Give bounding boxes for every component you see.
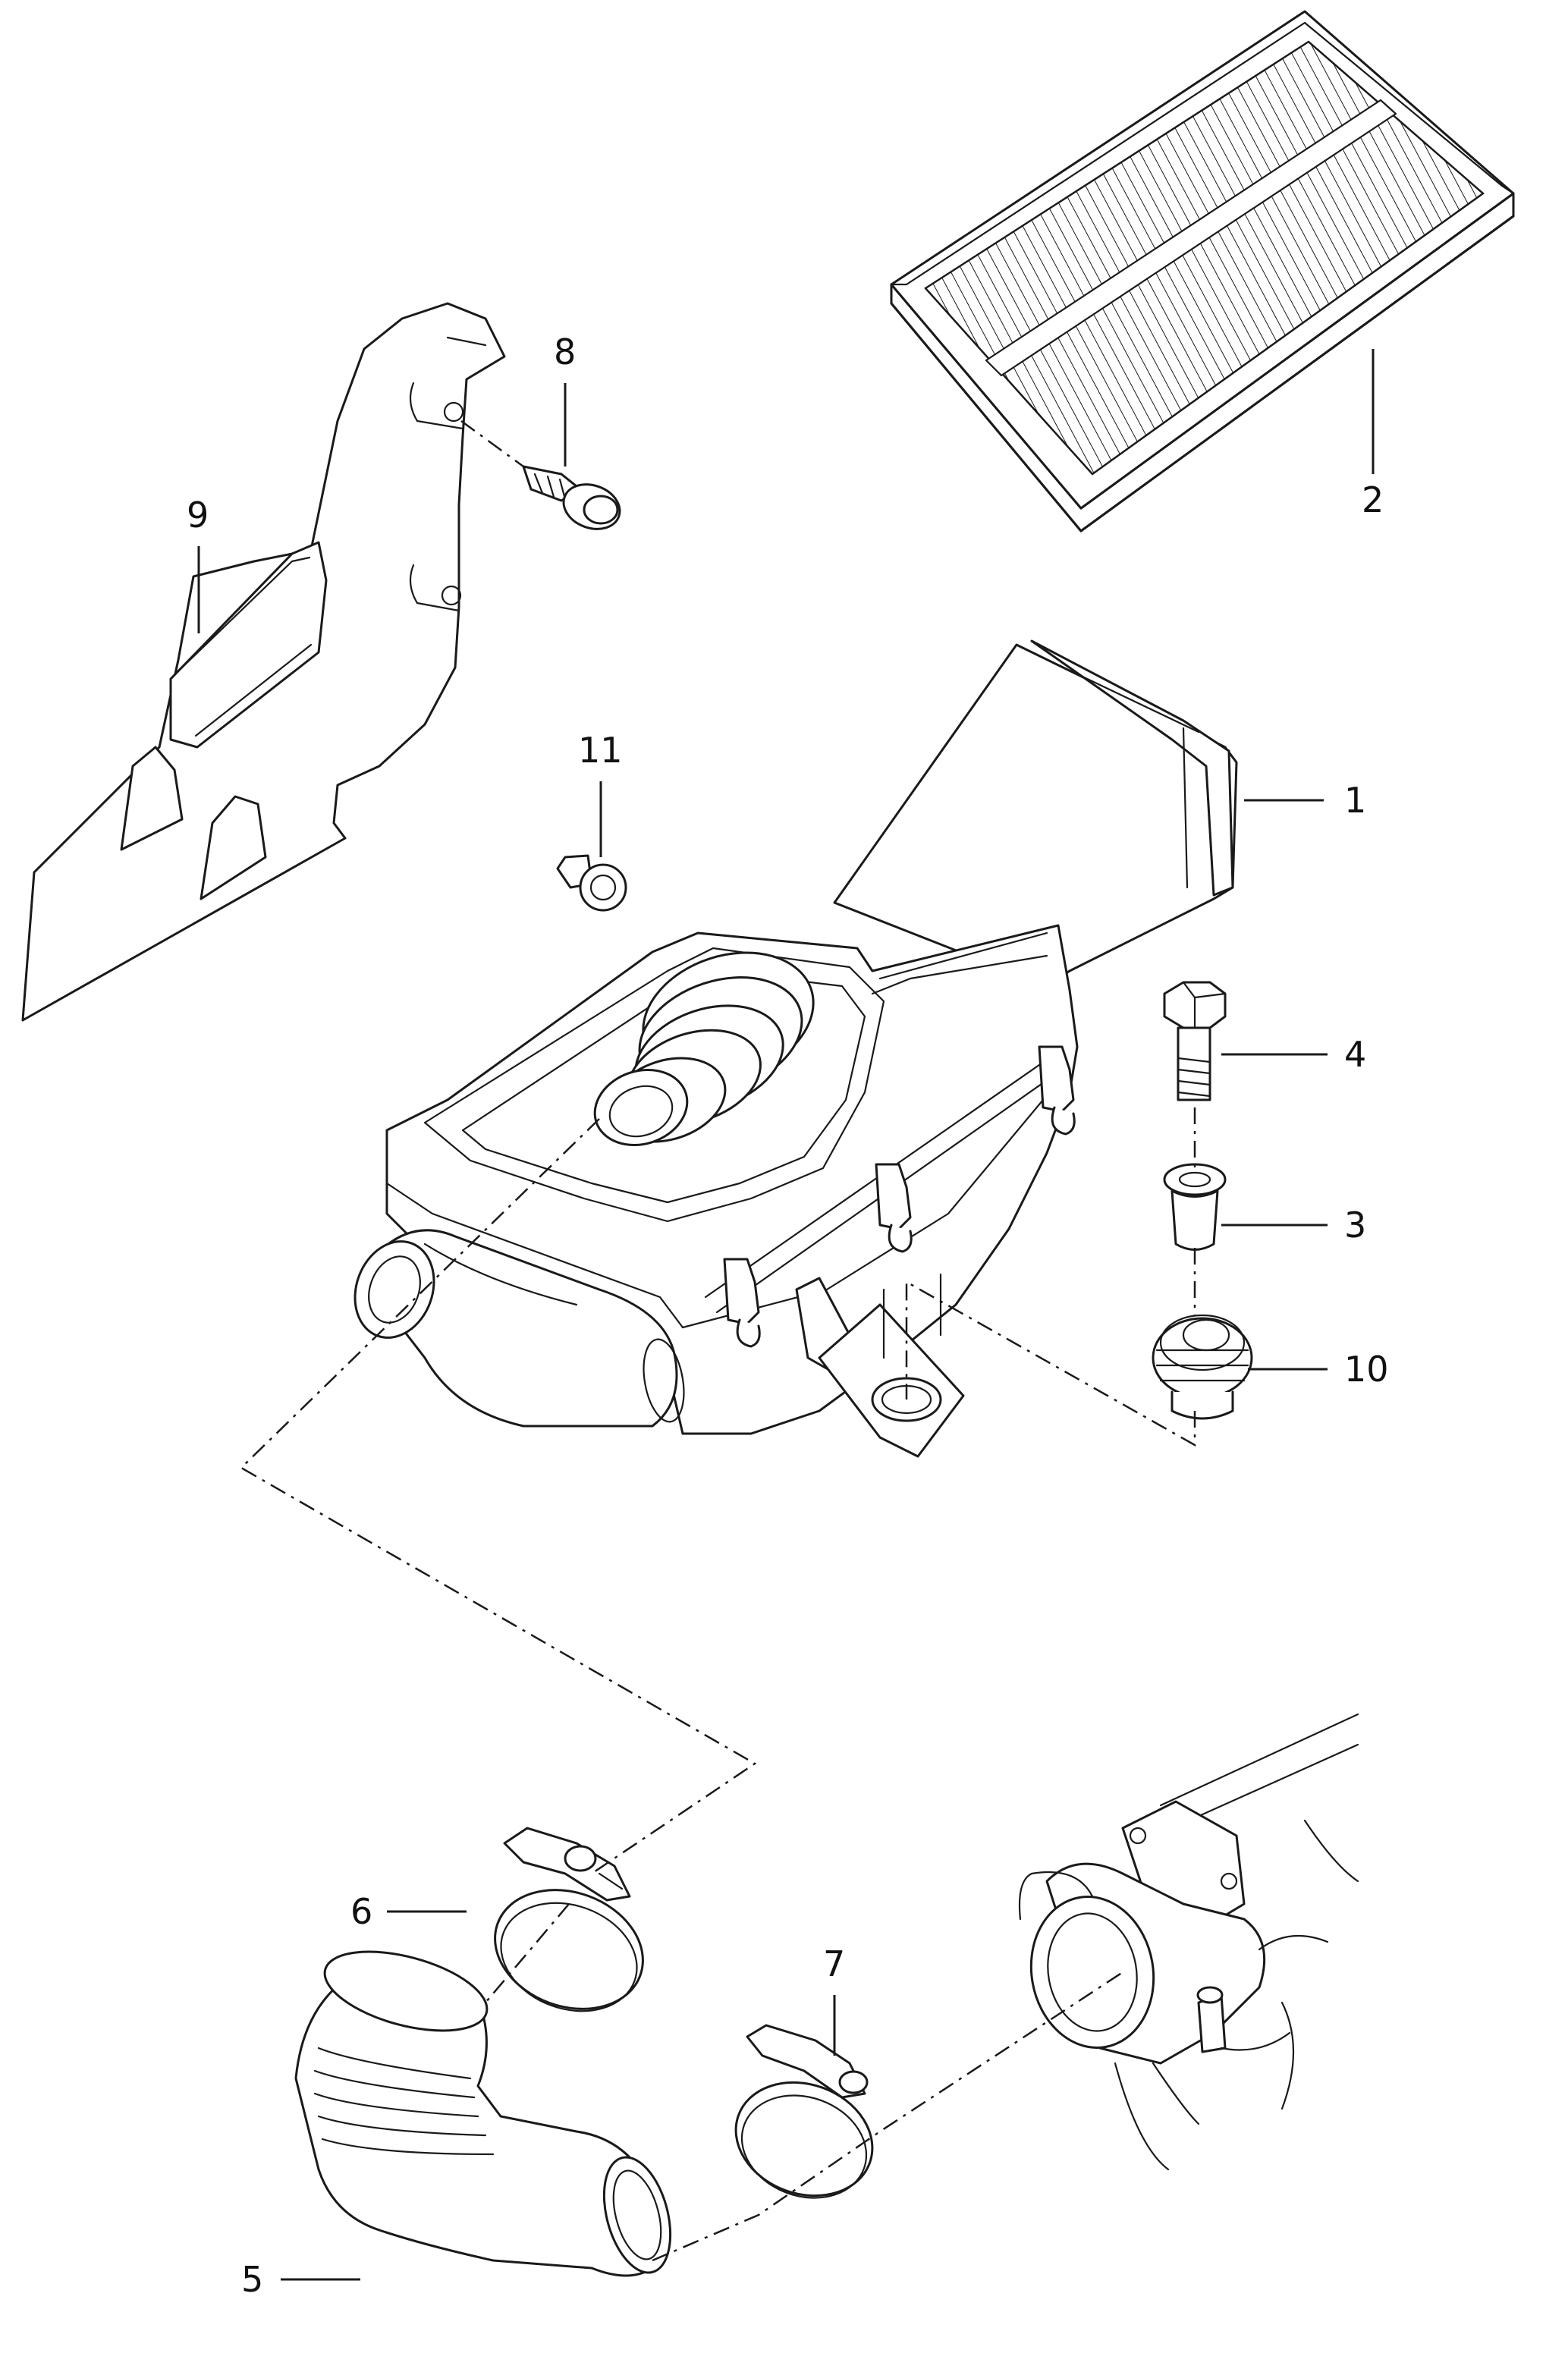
screw — [460, 419, 621, 530]
rubber-grommet — [1152, 1314, 1253, 1420]
leader-lines — [197, 349, 1375, 2281]
callout-8: 8 — [554, 331, 576, 372]
air-intake-hose — [294, 1950, 672, 2277]
callout-9: 9 — [187, 495, 209, 536]
air-filter-element — [890, 10, 1515, 532]
callout-3: 3 — [1344, 1205, 1366, 1246]
air-filter-housing — [354, 639, 1238, 1458]
callout-4: 4 — [1344, 1034, 1366, 1075]
housing-latch — [723, 1258, 761, 1348]
housing-latch — [875, 1163, 913, 1253]
housing-latch — [1038, 1045, 1076, 1136]
spacer-sleeve — [1163, 1163, 1227, 1251]
callout-2: 2 — [1362, 479, 1384, 520]
callout-5: 5 — [241, 2259, 263, 2300]
callout-6: 6 — [350, 1891, 372, 1932]
clip-nut — [556, 854, 627, 912]
hose-clamp-lower — [734, 2024, 874, 2199]
callout-1: 1 — [1344, 780, 1366, 821]
bolt — [1163, 981, 1227, 1101]
callout-labels: 1 2 3 4 5 6 7 8 9 10 11 — [187, 331, 1389, 2300]
heat-shield — [21, 302, 506, 1022]
throttle-body-context — [1018, 1713, 1359, 2171]
bellows-outlet — [593, 951, 815, 1147]
callout-10: 10 — [1344, 1349, 1389, 1390]
hose-clamp-upper — [494, 1827, 644, 2012]
callout-7: 7 — [823, 1943, 845, 1984]
callout-11: 11 — [578, 730, 623, 771]
assembly-lines — [239, 1107, 1196, 2262]
